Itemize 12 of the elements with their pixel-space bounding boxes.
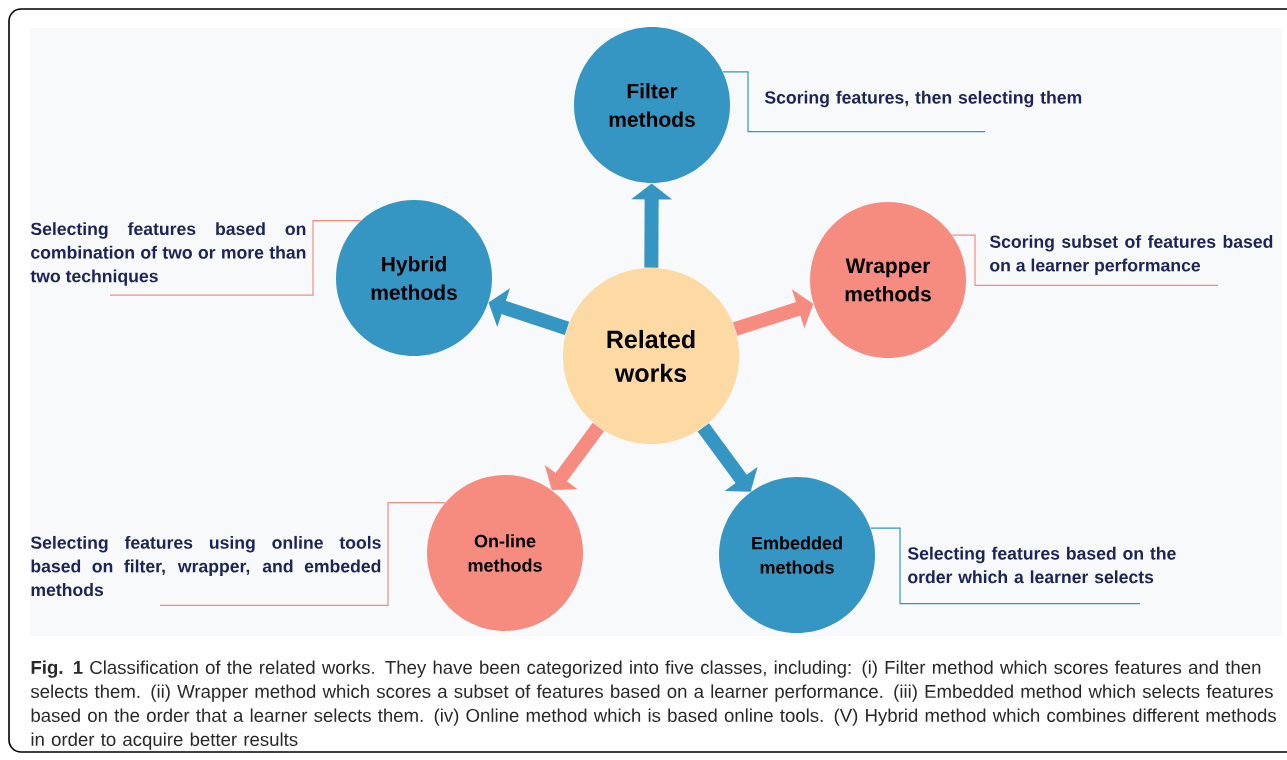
- leader-line: [951, 234, 1219, 286]
- leader-line: [109, 220, 362, 296]
- description-text: Scoring features, then selecting them: [764, 90, 1082, 108]
- block-arrow: [697, 423, 758, 492]
- description-text: Selecting features based on the order which a learner selects: [907, 546, 1176, 584]
- leader-line: [722, 71, 986, 133]
- description-text: Selecting features based on combination of two or more than two techniques: [30, 222, 306, 286]
- description-text: Scoring subset of features based on a learner performance: [989, 235, 1273, 275]
- caption-text: Fig. 1 Classification of the related works. They have been categorized into five classes, including: (i) Filter method which scores features and then selects them. (ii) Wrapper method which scores a subset of features based on a learner performance. (iii) Embedded method which selects features based on the order that a learner selects them. (iv) Online method which is based online tools. (V) Hybrid method which combines different methods in order to acquire better results: [30, 660, 1276, 750]
- description-text: Selecting features using online tools based on filter, wrapper, and embeded methods: [30, 535, 381, 597]
- leader-line: [870, 527, 1141, 605]
- leader-line: [159, 502, 446, 607]
